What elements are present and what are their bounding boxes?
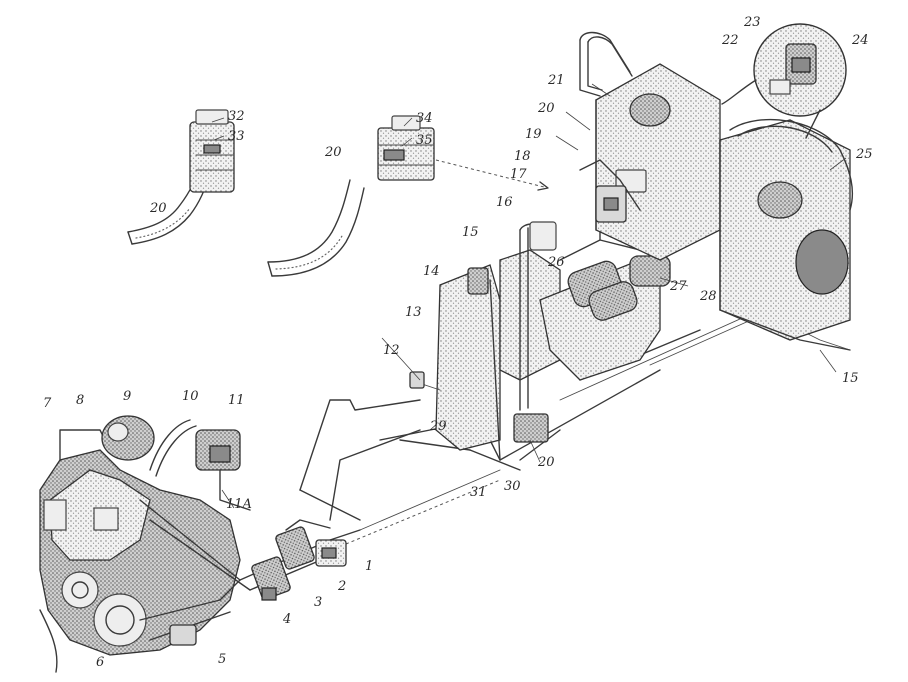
air-tank-lower (719, 118, 854, 351)
callout-20c: 20 (324, 145, 342, 160)
callout-4: 4 (282, 612, 291, 627)
callout-2: 2 (337, 579, 346, 594)
callout-7: 7 (43, 396, 52, 411)
callout-11a: 11A (226, 497, 252, 512)
callout-labels: 1 2 3 4 5 6 7 8 9 10 11 11A 12 13 14 15 … (43, 15, 873, 670)
callout-23: 23 (743, 15, 761, 30)
callout-9: 9 (123, 389, 131, 404)
callout-26: 26 (547, 255, 565, 270)
callout-21: 21 (547, 73, 565, 88)
callout-14: 14 (423, 264, 440, 279)
callout-28: 28 (699, 289, 717, 304)
callout-6: 6 (96, 655, 104, 670)
detail-circle (721, 23, 847, 139)
callout-15: 15 (462, 225, 479, 240)
callout-33: 33 (228, 129, 245, 144)
callout-30: 30 (504, 479, 521, 494)
callout-34: 34 (416, 111, 433, 126)
callout-11: 11 (228, 393, 245, 408)
callout-20b: 20 (149, 201, 167, 216)
callout-12: 12 (383, 343, 400, 358)
callout-16: 16 (496, 195, 513, 210)
callout-3: 3 (314, 595, 322, 610)
valve-cluster (251, 519, 347, 601)
callout-31: 31 (470, 485, 487, 500)
air-tank-upper (579, 31, 721, 261)
callout-35: 35 (416, 133, 433, 148)
callout-25: 25 (855, 147, 873, 162)
callout-32: 32 (228, 109, 245, 124)
callout-5: 5 (218, 652, 226, 667)
callout-10: 10 (182, 389, 199, 404)
callout-13: 13 (405, 305, 422, 320)
callout-22: 22 (721, 33, 739, 48)
detail-fitting-left (127, 109, 235, 245)
callout-20d: 20 (537, 455, 555, 470)
detail-fitting-middle (267, 115, 549, 277)
callout-18: 18 (514, 149, 531, 164)
leader-lines (211, 83, 847, 509)
brake-chamber-plate (539, 219, 671, 381)
engine-compressor-assembly (39, 415, 251, 673)
callout-15b: 15 (842, 371, 859, 386)
callout-8: 8 (76, 393, 84, 408)
callout-29: 29 (429, 419, 447, 434)
callout-24: 24 (851, 33, 869, 48)
callout-27: 27 (669, 279, 687, 294)
callout-20: 20 (537, 101, 555, 116)
bracket-assembly (409, 221, 561, 461)
callout-19: 19 (525, 127, 542, 142)
callout-1: 1 (365, 559, 373, 574)
callout-17: 17 (510, 167, 527, 182)
